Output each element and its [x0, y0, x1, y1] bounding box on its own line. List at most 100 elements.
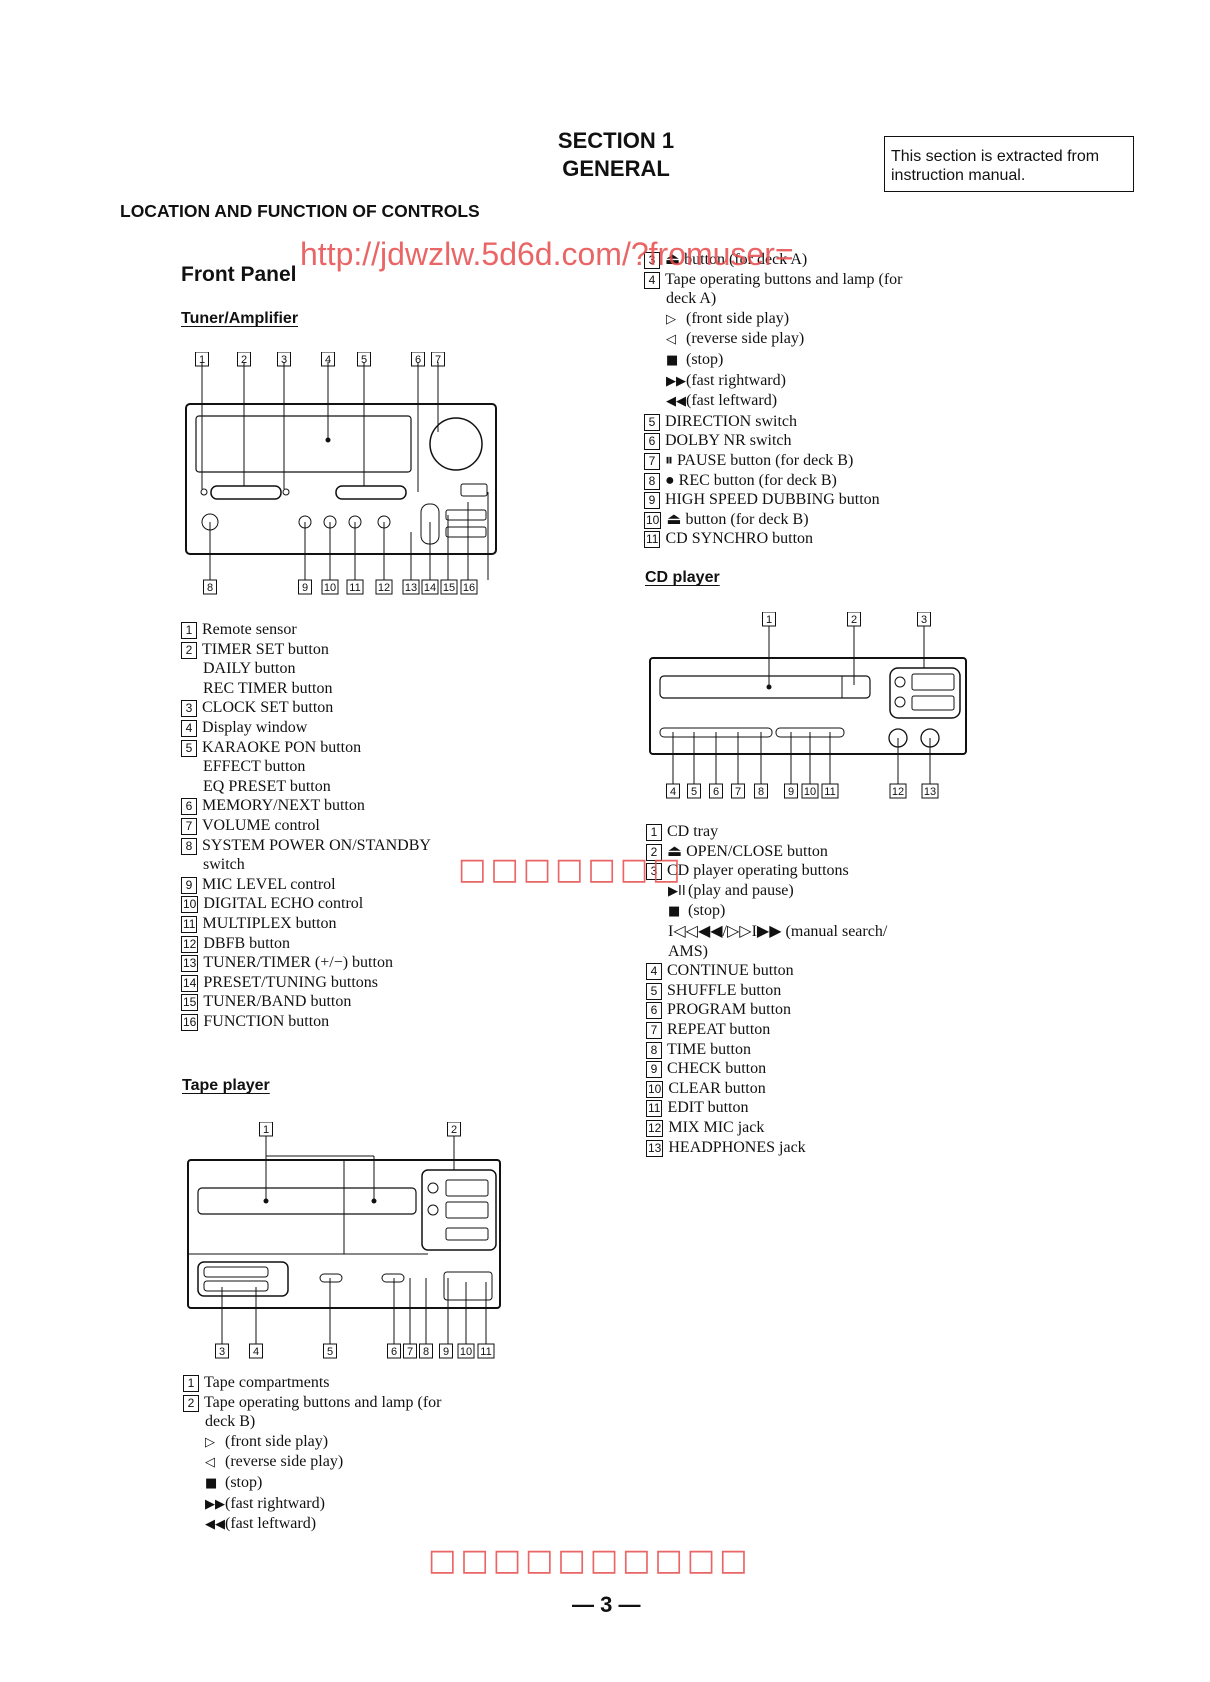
item-number: 12 — [646, 1119, 664, 1137]
callout-number: 7 — [407, 1346, 413, 1358]
item-number: 5 — [644, 413, 660, 431]
sub-item: ▷(front side play) — [644, 309, 964, 330]
sub-text: (play and pause) — [688, 881, 794, 899]
sub-symbol: ◁ — [666, 332, 676, 348]
item-number: 7 — [181, 817, 197, 835]
item-label: EDIT button — [667, 1099, 749, 1117]
callout-number: 6 — [391, 1346, 397, 1358]
item-label: SYSTEM POWER ON/STANDBY — [202, 836, 431, 854]
list-item: 10⏏ button (for deck B) — [644, 510, 964, 530]
sub-symbol: ▶II — [668, 883, 686, 899]
callout-box — [709, 783, 723, 799]
sub-symbol: ◁ — [205, 1455, 215, 1471]
item-label: Tape compartments — [204, 1374, 330, 1391]
sub-symbol: ■ — [668, 904, 681, 920]
item-label: Display window — [202, 718, 308, 736]
item-label: TUNER/TIMER (+/−) button — [203, 954, 393, 972]
sub-item: ■(stop) — [644, 350, 964, 371]
item-continuation: deck B) — [205, 1413, 256, 1431]
callout-box — [421, 579, 439, 595]
sub-symbol: ■ — [205, 1475, 218, 1491]
callout-number: 11 — [824, 786, 835, 798]
callout-number: 11 — [480, 1346, 491, 1358]
callout-number: 10 — [460, 1346, 472, 1358]
section-number: SECTION 1 — [557, 128, 675, 153]
item-number: 7 — [646, 1021, 662, 1039]
callout-number: 9 — [443, 1346, 449, 1358]
callout-number: 11 — [349, 582, 360, 594]
item-number: 5 — [646, 982, 662, 1000]
list-item: 5 KARAOKE PON button — [181, 738, 481, 758]
item-number: 1 — [646, 824, 662, 841]
callout-number: 4 — [253, 1346, 259, 1358]
item-number: 9 — [181, 876, 197, 894]
item-label: ⏏ button (for deck B) — [666, 510, 809, 528]
callout-box — [801, 783, 819, 799]
list-item: 8● REC button (for deck B) — [644, 471, 964, 491]
item-label: CHECK button — [667, 1060, 767, 1078]
callout-number: 4 — [325, 354, 331, 366]
callout-number: 6 — [713, 786, 719, 798]
item-label: DIRECTION switch — [665, 412, 797, 430]
callout-box — [203, 579, 217, 595]
callout-number: 6 — [415, 354, 421, 366]
sub-symbol: ◀◀ — [205, 1517, 225, 1533]
item-label: PRESET/TUNING buttons — [203, 973, 379, 991]
item-number: 4 — [181, 719, 197, 737]
tuner-heading: Tuner/Amplifier — [181, 310, 299, 327]
callout-number: 2 — [451, 1124, 457, 1136]
item-continuation: EQ PRESET button — [203, 777, 331, 795]
item-label: DIGITAL ECHO control — [203, 895, 364, 913]
callout-number: 14 — [424, 582, 436, 594]
item-continuation: DAILY button — [203, 660, 296, 678]
item-number: 1 — [181, 622, 197, 639]
sub-text: (reverse side play) — [686, 330, 805, 348]
sub-text: (fast leftward) — [686, 392, 778, 410]
callout-number: 8 — [207, 582, 213, 594]
item-number: 6 — [644, 433, 660, 451]
page-number: — 3 — — [572, 1592, 641, 1617]
callout-box — [403, 1343, 417, 1359]
sub-symbol: ▷ — [666, 311, 676, 327]
sub-item: ■(stop) — [183, 1473, 503, 1494]
callout-box — [321, 579, 339, 595]
item-label: KARAOKE PON button — [202, 738, 362, 756]
item-number: 12 — [181, 935, 199, 953]
list-item: 2⏏ OPEN/CLOSE button — [646, 842, 976, 862]
item-number: 10 — [646, 1080, 664, 1098]
extract-note: This section is extracted from instructi… — [884, 136, 1134, 192]
item-continuation: switch — [203, 856, 245, 874]
item-label: Remote sensor — [202, 621, 297, 638]
item-number: 10 — [181, 896, 199, 914]
item-number: 15 — [181, 994, 199, 1012]
page-heading: LOCATION AND FUNCTION OF CONTROLS — [120, 201, 480, 221]
item-number: 5 — [181, 739, 197, 757]
sub-text: (fast leftward) — [225, 1515, 317, 1533]
item-number: 10 — [644, 511, 662, 529]
item-label: DOLBY NR switch — [665, 432, 792, 450]
callout-number: 16 — [463, 582, 475, 594]
callout-number: 5 — [327, 1346, 333, 1358]
item-number: 4 — [644, 271, 660, 289]
item-label: SHUFFLE button — [667, 981, 782, 999]
sub-text: (reverse side play) — [225, 1453, 344, 1471]
list-item: 4 Display window — [181, 718, 481, 738]
item-label: VOLUME control — [202, 816, 320, 834]
sub-item: ▷(front side play) — [183, 1432, 503, 1453]
item-continuation: REC TIMER button — [203, 679, 333, 697]
sub-text: (fast rightward) — [686, 371, 786, 389]
